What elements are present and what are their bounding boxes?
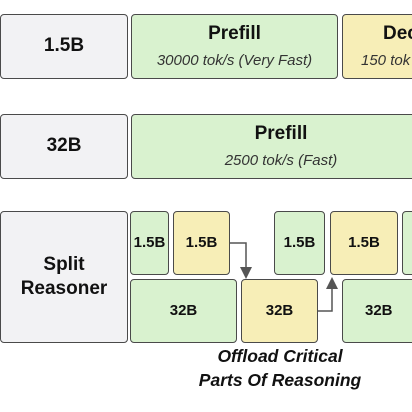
small-decode-title: Dec bbox=[383, 22, 412, 44]
row-label-32b: 32B bbox=[0, 114, 128, 179]
offload-arrow-down bbox=[230, 242, 252, 279]
split-bottom-large-block-2: 32B bbox=[241, 279, 318, 343]
split-label-line1: Split bbox=[43, 254, 85, 276]
offload-caption: Offload Critical Parts Of Reasoning bbox=[150, 344, 410, 392]
split-top-small-block-3: 1.5B bbox=[274, 211, 325, 275]
caption-line-2: Parts Of Reasoning bbox=[198, 370, 362, 390]
row-label-text: 32B bbox=[46, 135, 82, 157]
large-prefill-title: Prefill bbox=[254, 122, 308, 144]
return-arrow-up bbox=[318, 277, 338, 312]
small-decode-block: Dec 150 tok bbox=[342, 14, 412, 79]
split-top-small-block-5 bbox=[402, 211, 412, 275]
block-label: 32B bbox=[265, 302, 294, 319]
split-top-small-block-1: 1.5B bbox=[130, 211, 169, 275]
row-label-split-reasoner: Split Reasoner bbox=[0, 211, 128, 343]
large-prefill-block: Prefill 2500 tok/s (Fast) bbox=[131, 114, 412, 179]
split-bottom-large-block-3: 32B bbox=[342, 279, 412, 343]
block-label: 32B bbox=[365, 302, 393, 319]
block-label: 1.5B bbox=[348, 234, 380, 251]
block-label: 1.5B bbox=[133, 234, 166, 251]
large-prefill-speed: 2500 tok/s (Fast) bbox=[224, 152, 338, 170]
split-top-small-block-2: 1.5B bbox=[173, 211, 230, 275]
small-prefill-title: Prefill bbox=[208, 22, 261, 44]
row-label-1-5b: 1.5B bbox=[0, 14, 128, 79]
caption-line-1: Offload Critical bbox=[217, 346, 343, 366]
split-top-small-block-4: 1.5B bbox=[330, 211, 398, 275]
block-label: 1.5B bbox=[283, 234, 316, 251]
split-label-line2: Reasoner bbox=[20, 278, 108, 299]
small-prefill-speed: 30000 tok/s (Very Fast) bbox=[156, 52, 313, 70]
split-bottom-large-block-1: 32B bbox=[130, 279, 237, 343]
block-label: 1.5B bbox=[185, 234, 218, 251]
small-decode-speed: 150 tok bbox=[361, 52, 411, 70]
row-label-text: 1.5B bbox=[43, 35, 85, 57]
block-label: 32B bbox=[169, 302, 198, 319]
small-prefill-block: Prefill 30000 tok/s (Very Fast) bbox=[131, 14, 338, 79]
